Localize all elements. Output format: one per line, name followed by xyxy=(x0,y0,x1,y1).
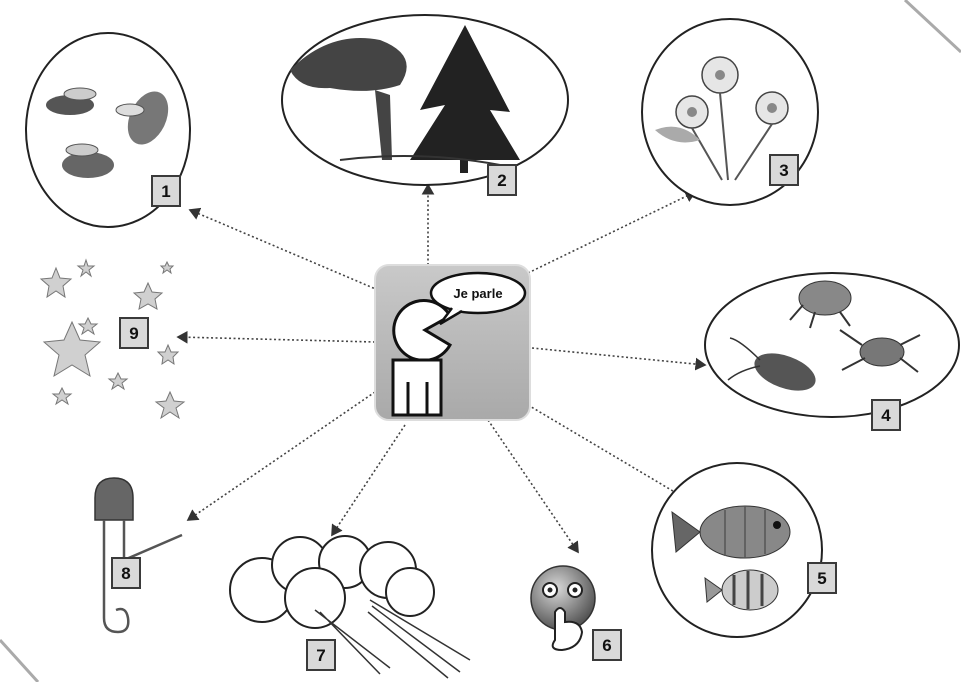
item-5-fish: 5 xyxy=(651,462,837,638)
number-label-8: 8 xyxy=(121,564,130,583)
number-label-7: 7 xyxy=(316,646,325,665)
fish-icon xyxy=(671,505,791,611)
number-badge-2 xyxy=(487,164,517,196)
arrow-to-4 xyxy=(531,347,707,371)
item-3-flowers: 3 xyxy=(641,18,819,206)
page-corner-bottom-left xyxy=(0,638,40,682)
item-4-insects: 4 xyxy=(704,272,960,431)
speaking-person-icon xyxy=(391,299,453,417)
number-label-1: 1 xyxy=(161,182,170,201)
number-label-4: 4 xyxy=(881,406,891,425)
number-label-2: 2 xyxy=(497,171,506,190)
item-6-shush: 6 xyxy=(530,565,622,661)
shush-face-icon xyxy=(530,565,596,652)
number-badge-3 xyxy=(769,154,799,186)
item-9-stars: 9 xyxy=(39,258,186,420)
number-badge-6 xyxy=(592,629,622,661)
speech-bubble: Je parle xyxy=(429,271,527,326)
number-badge-8 xyxy=(111,557,141,589)
number-label-5: 5 xyxy=(817,569,826,588)
arrow-to-9 xyxy=(176,330,376,344)
number-badge-7 xyxy=(306,639,336,671)
arrow-to-7 xyxy=(331,424,406,537)
item-8-safety-pin: 8 xyxy=(94,477,183,634)
insects-icon xyxy=(727,280,921,391)
number-label-3: 3 xyxy=(779,161,788,180)
number-label-6: 6 xyxy=(602,636,611,655)
stars-icon xyxy=(39,258,186,420)
connector-arrows xyxy=(176,183,707,554)
flowers-icon xyxy=(655,56,789,181)
arrow-to-8 xyxy=(186,391,376,521)
arrow-to-6 xyxy=(487,419,579,554)
page-corner-top-right xyxy=(903,0,961,54)
number-badge-9 xyxy=(119,317,149,349)
item-1-bees: 1 xyxy=(25,32,191,228)
speech-text: Je parle xyxy=(453,286,502,301)
bees-oval xyxy=(25,32,191,228)
wind-cloud-icon xyxy=(229,535,471,679)
number-badge-5 xyxy=(807,562,837,594)
number-badge-1 xyxy=(151,175,181,207)
arrow-to-5 xyxy=(527,404,685,498)
number-badge-4 xyxy=(871,399,901,431)
item-7-wind: 7 xyxy=(229,535,471,679)
bees-icon xyxy=(46,87,169,178)
center-speaker: Je parle xyxy=(374,264,531,421)
arrow-to-3 xyxy=(527,190,697,274)
safety-pin-icon xyxy=(94,477,183,634)
arrow-to-1 xyxy=(188,207,379,291)
item-2-trees: 2 xyxy=(281,14,569,196)
trees-icon xyxy=(290,25,520,173)
number-label-9: 9 xyxy=(129,324,138,343)
